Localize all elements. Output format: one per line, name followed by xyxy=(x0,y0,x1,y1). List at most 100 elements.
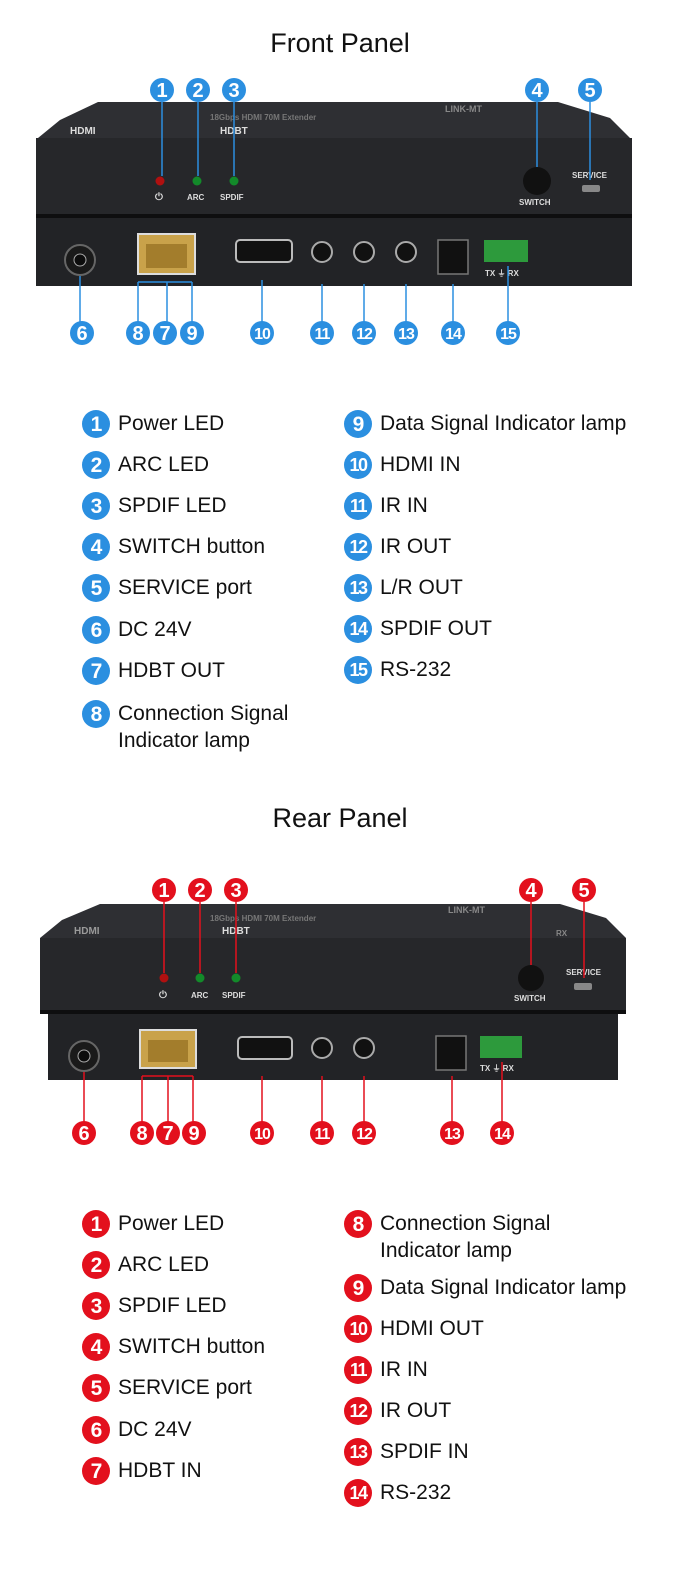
callout-3: 3 xyxy=(228,80,239,102)
callout-10: 10 xyxy=(254,326,271,343)
legend-badge: 4 xyxy=(82,1333,110,1361)
lr-out-jack xyxy=(395,241,417,263)
legend-badge: 13 xyxy=(344,574,372,602)
service-port xyxy=(582,185,600,192)
legend-badge: 5 xyxy=(82,574,110,602)
legend-badge: 7 xyxy=(82,1457,110,1485)
legend-badge: 2 xyxy=(82,1251,110,1279)
front-panel-device: HDMI HDBT 18Gbps HDMI 70M Extender LINK-… xyxy=(36,78,632,345)
front-panel-title: Front Panel xyxy=(270,28,410,58)
power-led xyxy=(159,973,169,983)
callout-4: 4 xyxy=(531,80,543,102)
ir-out-jack xyxy=(353,1037,375,1059)
legend-badge: 3 xyxy=(82,1292,110,1320)
legend-badge: 11 xyxy=(344,1356,372,1384)
callout-15: 15 xyxy=(500,326,517,343)
callout-6: 6 xyxy=(76,323,87,345)
brand-hdmi-label: HDMI xyxy=(74,926,100,937)
spdif-led xyxy=(229,176,239,186)
switch-label: SWITCH xyxy=(514,994,546,1003)
callout-14: 14 xyxy=(445,326,462,343)
callout-8: 8 xyxy=(136,1123,147,1145)
legend-badge: 1 xyxy=(82,410,110,438)
legend-badge: 12 xyxy=(344,1397,372,1425)
model-code: LINK-MT xyxy=(448,905,485,915)
spdif-label: SPDIF xyxy=(220,193,244,202)
callout-5: 5 xyxy=(578,880,589,902)
callout-7: 7 xyxy=(162,1123,173,1145)
rear-panel-section: Rear Panel HDMI HDBT 18Gbps HDMI 70M Ext… xyxy=(0,800,680,1593)
legend-badge: 4 xyxy=(82,533,110,561)
device-lower-face xyxy=(36,218,632,286)
legend-badge: 15 xyxy=(344,656,372,684)
legend-badge: 9 xyxy=(344,410,372,438)
rs232-terminal xyxy=(484,240,528,262)
legend-badge: 10 xyxy=(344,451,372,479)
legend-badge: 10 xyxy=(344,1315,372,1343)
callout-2: 2 xyxy=(192,80,203,102)
callout-11: 11 xyxy=(315,1126,331,1143)
spdif-label: SPDIF xyxy=(222,991,246,1000)
arc-label: ARC xyxy=(191,991,209,1000)
brand-hdmi-label: HDMI xyxy=(70,126,96,137)
callout-1: 1 xyxy=(158,880,169,902)
model-code: LINK-MT xyxy=(445,104,482,114)
service-port xyxy=(574,983,592,990)
model-text: 18Gbps HDMI 70M Extender xyxy=(210,113,316,122)
device-top-surface xyxy=(38,102,630,138)
spdif-optical-port xyxy=(437,239,469,275)
legend-badge: 14 xyxy=(344,1479,372,1507)
switch-button xyxy=(523,167,551,195)
legend-badge: 1 xyxy=(82,1210,110,1238)
legend-badge: 12 xyxy=(344,533,372,561)
callout-5: 5 xyxy=(584,80,595,102)
callout-3: 3 xyxy=(230,880,241,902)
rear-panel-device: HDMI HDBT 18Gbps HDMI 70M Extender LINK-… xyxy=(40,878,626,1145)
callout-2: 2 xyxy=(194,880,205,902)
front-callouts xyxy=(70,78,602,345)
callout-1: 1 xyxy=(156,80,167,102)
model-text: 18Gbps HDMI 70M Extender xyxy=(210,914,316,923)
legend-badge: 6 xyxy=(82,616,110,644)
ir-in-jack xyxy=(311,1037,333,1059)
legend-badge: 8 xyxy=(82,700,110,728)
callout-14: 14 xyxy=(494,1126,511,1143)
device-top-surface xyxy=(40,904,626,938)
callout-11: 11 xyxy=(315,326,331,343)
switch-label: SWITCH xyxy=(519,198,551,207)
callout-10: 10 xyxy=(254,1126,271,1143)
legend-badge: 7 xyxy=(82,657,110,685)
legend-badge: 11 xyxy=(344,492,372,520)
rear-panel-title: Rear Panel xyxy=(272,803,408,833)
rx-tag: RX xyxy=(556,929,568,938)
arc-led xyxy=(192,176,202,186)
rs232-terminal xyxy=(480,1036,522,1058)
arc-led xyxy=(195,973,205,983)
ir-out-jack xyxy=(353,241,375,263)
switch-button xyxy=(518,965,544,991)
spdif-led xyxy=(231,973,241,983)
callout-13: 13 xyxy=(398,326,415,343)
legend-badge: 9 xyxy=(344,1274,372,1302)
